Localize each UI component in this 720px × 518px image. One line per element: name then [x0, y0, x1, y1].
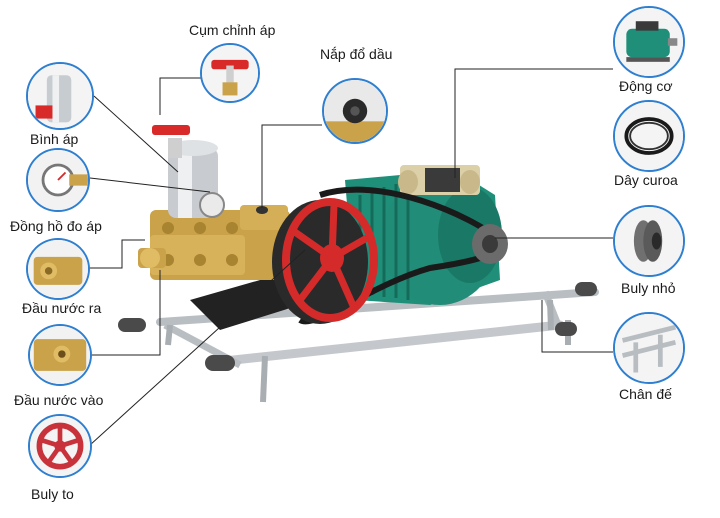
big-pulley [272, 198, 378, 324]
label-buly-nho: Buly nhỏ [621, 280, 676, 296]
day-curoa-thumbnail [613, 100, 685, 172]
label-day-curoa: Dây curoa [614, 172, 678, 188]
base-frame [118, 282, 599, 403]
dong-co-thumbnail [613, 6, 685, 78]
dong-ho-do-ap-thumbnail [26, 148, 90, 212]
label-dong-ho-do-ap: Đồng hồ đo áp [10, 218, 102, 234]
dau-nuoc-ra-thumbnail [26, 238, 90, 300]
buly-to-thumbnail [28, 414, 92, 478]
pump-body [138, 125, 300, 330]
label-dau-nuoc-vao: Đầu nước vào [14, 392, 104, 408]
leader-lines [88, 68, 613, 446]
label-binh-ap: Bình áp [30, 131, 79, 147]
label-dong-co: Động cơ [619, 78, 673, 94]
label-buly-to: Buly to [31, 486, 74, 502]
label-nap-do-dau: Nắp đổ dầu [320, 46, 393, 62]
small-pulley [472, 224, 508, 264]
label-chan-de: Chân đế [619, 386, 672, 402]
chan-de-thumbnail [613, 312, 685, 384]
label-dau-nuoc-ra: Đầu nước ra [22, 300, 102, 316]
cum-chinh-ap-thumbnail [200, 43, 260, 103]
nap-do-dau-thumbnail [322, 78, 388, 144]
binh-ap-thumbnail [26, 62, 94, 130]
dau-nuoc-vao-thumbnail [28, 324, 92, 386]
buly-nho-thumbnail [613, 205, 685, 277]
label-cum-chinh-ap: Cụm chỉnh áp [189, 22, 276, 38]
